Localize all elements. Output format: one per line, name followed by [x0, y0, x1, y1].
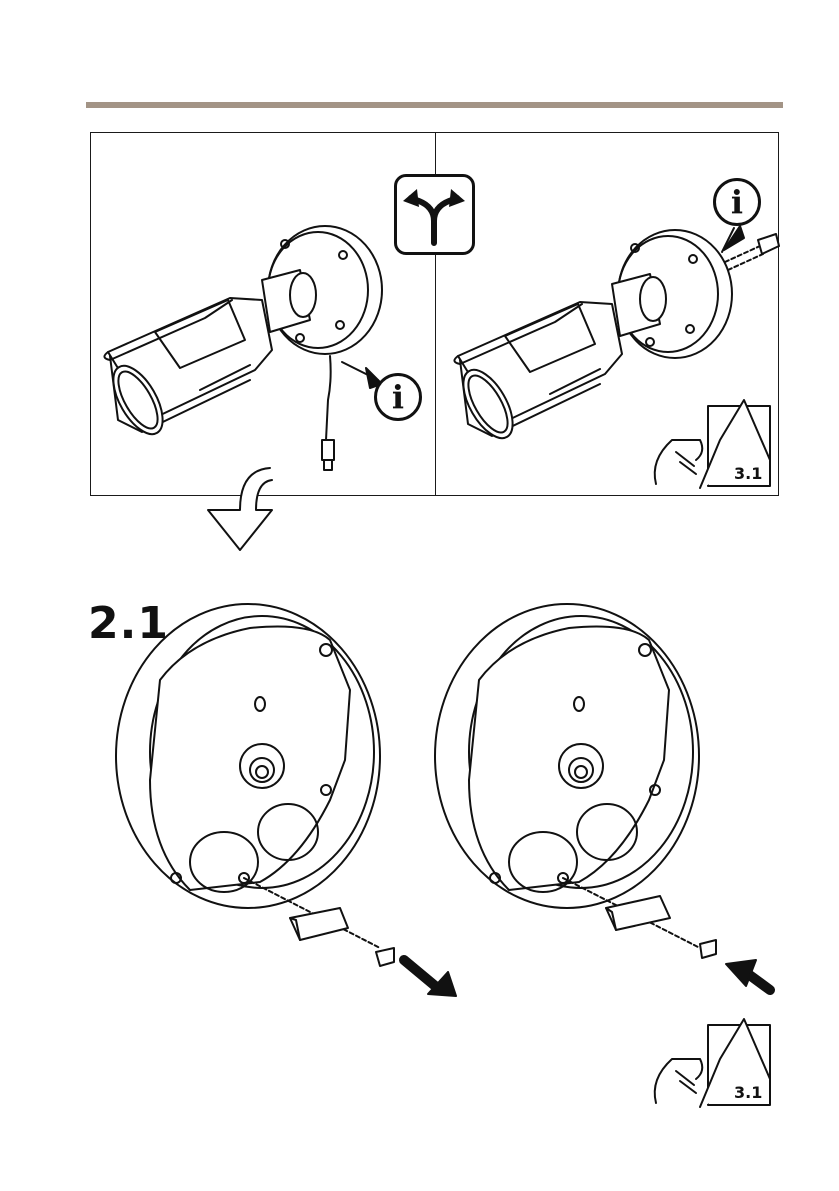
page-reference-label: 3.1 — [734, 1083, 762, 1102]
down-arrow-icon — [208, 468, 272, 550]
back-box-removal-illustration — [116, 604, 456, 996]
info-icon: i — [374, 373, 422, 421]
camera-with-cable-illustration — [103, 226, 382, 470]
back-box-attach-illustration — [435, 604, 770, 990]
page-reference-label: 3.1 — [734, 464, 762, 483]
info-icon: i — [713, 178, 761, 226]
step-number: 2.1 — [88, 598, 169, 649]
